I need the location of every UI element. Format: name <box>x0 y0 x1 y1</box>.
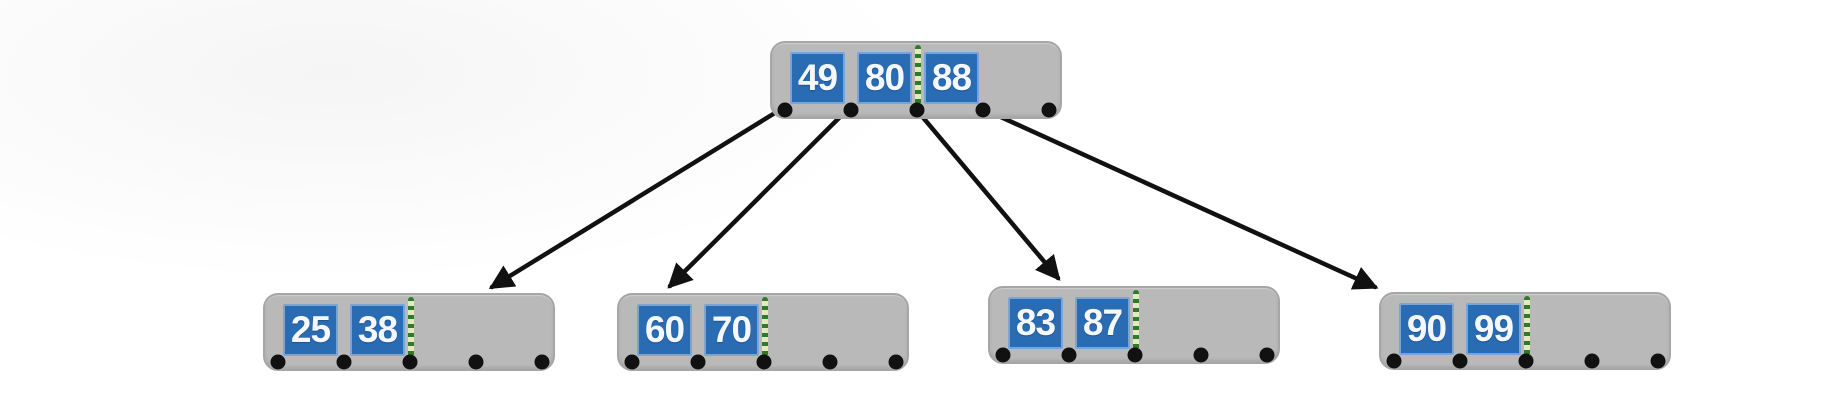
key-cell: 38 <box>350 304 405 356</box>
fill-divider <box>1133 290 1139 353</box>
pointer-dot <box>1584 353 1600 369</box>
pointer-dot <box>888 354 904 370</box>
key-cell: 70 <box>704 304 759 356</box>
pointer-dot <box>777 102 793 118</box>
key-cell: 90 <box>1399 303 1454 355</box>
pointer-dot <box>1061 347 1077 363</box>
pointer-dot <box>1041 102 1057 118</box>
edge-arrow-root-to-leaf-2 <box>667 105 852 289</box>
pointer-dot <box>270 354 286 370</box>
edge-arrow-root-to-leaf-3 <box>912 105 1061 281</box>
pointer-dot <box>1650 353 1666 369</box>
key-cell: 99 <box>1466 303 1521 355</box>
fill-divider <box>1524 296 1530 359</box>
pointer-dot <box>1127 347 1143 363</box>
pointer-dot <box>402 354 418 370</box>
key-cell: 60 <box>637 304 692 356</box>
pointer-dot <box>975 102 991 118</box>
pointer-dot <box>843 102 859 118</box>
key-cell: 80 <box>857 52 912 104</box>
pointer-dot <box>534 354 550 370</box>
fill-divider <box>762 297 768 360</box>
key-cell: 49 <box>790 52 845 104</box>
pointer-dot <box>909 102 925 118</box>
key-cell: 87 <box>1075 297 1130 349</box>
pointer-dot <box>1259 347 1275 363</box>
pointer-dot <box>336 354 352 370</box>
key-cell: 88 <box>924 52 979 104</box>
pointer-dot <box>756 354 772 370</box>
key-cell: 25 <box>283 304 338 356</box>
pointer-dot <box>468 354 484 370</box>
pointer-dot <box>690 354 706 370</box>
pointer-dot <box>1386 353 1402 369</box>
key-cell: 83 <box>1008 297 1063 349</box>
fill-divider <box>915 45 921 108</box>
pointer-dot <box>1518 353 1534 369</box>
pointer-dot <box>1193 347 1209 363</box>
pointer-dot <box>995 347 1011 363</box>
pointer-dot <box>822 354 838 370</box>
pointer-dot <box>624 354 640 370</box>
fill-divider <box>408 297 414 360</box>
pointer-dot <box>1452 353 1468 369</box>
edge-arrow-root-to-leaf-4 <box>978 105 1379 290</box>
edge-arrow-root-to-leaf-1 <box>488 105 786 290</box>
